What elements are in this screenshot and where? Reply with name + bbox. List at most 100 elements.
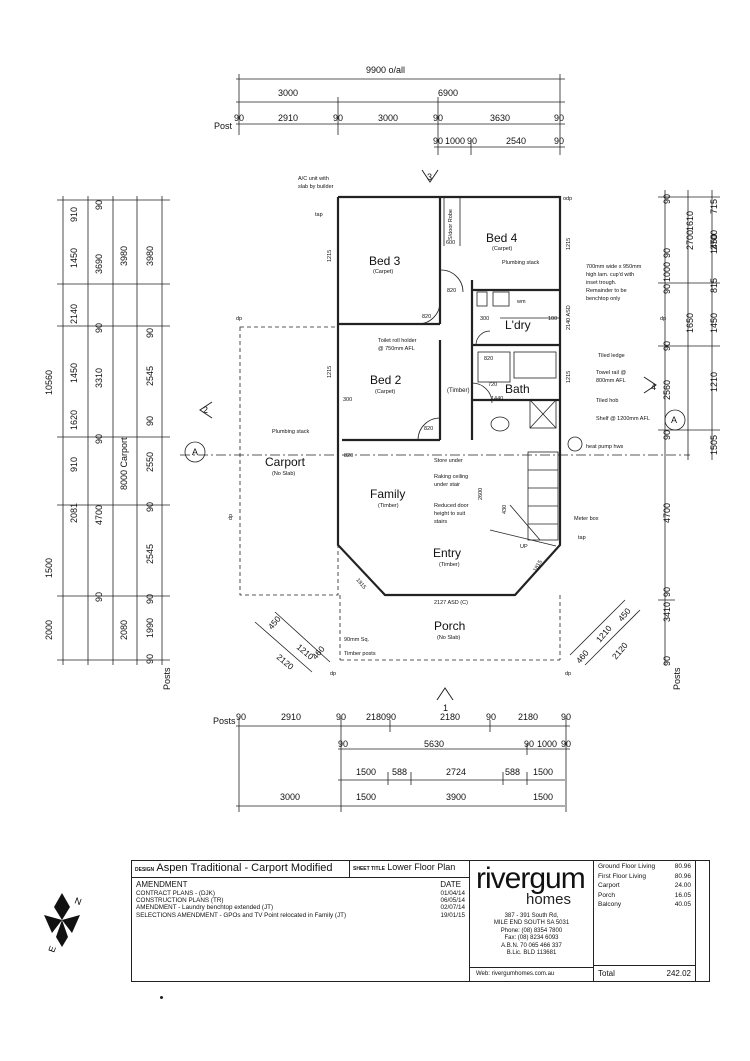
dim-l1-7: 1500 — [44, 558, 54, 578]
amendment-row: CONTRACT PLANS - (DJK)01/04/14 — [136, 890, 465, 897]
dim-l1-3: 1450 — [69, 363, 79, 383]
amendments: AMENDMENT DATE CONTRACT PLANS - (DJK)01/… — [132, 878, 470, 981]
door-720: 720 — [488, 382, 497, 388]
dim-r1-0: 90 — [662, 194, 672, 204]
note-dp-1: dp — [236, 316, 242, 322]
note-raking-1: Raking ceiling — [434, 474, 468, 480]
dim-l4-8: 1990 — [145, 618, 155, 638]
dim-l4-6: 2545 — [145, 544, 155, 564]
note-up: UP — [520, 544, 528, 550]
dim-l4-3: 90 — [145, 416, 155, 426]
dim-b1-2: 90 — [336, 712, 346, 722]
note-dp-4: dp — [330, 671, 336, 677]
dim-top3-1: 2910 — [278, 113, 298, 123]
company-block: rivergum homes 387 - 391 South Rd, MILE … — [470, 861, 594, 967]
door-600: 600 — [446, 240, 455, 246]
door-1440: 1440 — [491, 396, 503, 402]
dim-b3-0: 1500 — [356, 767, 376, 777]
company-logo: rivergum — [476, 862, 586, 895]
win-1215-b: 1215 — [327, 366, 333, 378]
dim-b1-0: 90 — [236, 712, 246, 722]
dim-r1-7: 90 — [662, 430, 672, 440]
note-odp: odp — [563, 196, 572, 202]
room-ldry: L'dry — [505, 318, 531, 332]
dim-l2-1: 3690 — [94, 254, 104, 274]
win-1215-d: 1215 — [566, 371, 572, 383]
dim-top4-4: 90 — [554, 136, 564, 146]
door-300-a: 300 — [343, 397, 352, 403]
dim-l1-0: 910 — [69, 207, 79, 222]
design-name: Aspen Traditional - Carport Modified — [156, 862, 333, 874]
note-plumbing-top: Plumbing stack — [502, 260, 540, 266]
dim-r3-3: 1450 — [709, 313, 719, 333]
dim-b1-1: 2910 — [281, 712, 301, 722]
room-bed2-floor: (Carpet) — [375, 389, 395, 395]
dim-b2-1: 5630 — [424, 739, 444, 749]
design-cell: DESIGN Aspen Traditional - Carport Modif… — [132, 861, 350, 878]
note-reduced-2: height to suit — [434, 511, 466, 517]
room-entry-floor: (Timber) — [439, 562, 460, 568]
dim-l1-2: 2140 — [69, 304, 79, 324]
dim-r1-2: 1000 — [662, 262, 672, 282]
marker-3: 3 — [427, 172, 432, 182]
porch-r-1210: 1210 — [594, 623, 614, 644]
area-total: Total 242.02 — [594, 965, 696, 981]
room-bath: Bath — [505, 382, 530, 396]
door-820-b: 820 — [424, 426, 433, 432]
dim-b2-2: 90 — [524, 739, 534, 749]
note-tiled-hob: Tiled hob — [596, 398, 618, 404]
stray-dot — [160, 996, 163, 999]
dim-r1-1: 90 — [662, 284, 672, 294]
dim-r2-3: 1210 — [709, 372, 719, 392]
note-raking-2: under stair — [434, 482, 460, 488]
note-tiled-ledge: Tiled ledge — [598, 353, 625, 359]
note-dp-2: dp — [228, 514, 234, 520]
porch-r-450: 450 — [616, 606, 633, 624]
company-logo-sub: homes — [526, 891, 572, 908]
dim-b4-1: 1500 — [356, 792, 376, 802]
company-web: Web: rivergumhomes.com.au — [470, 967, 594, 981]
win-2140: 2140 ASD — [566, 305, 572, 330]
dim-b3-4: 1500 — [533, 767, 553, 777]
dim-top4-3: 2540 — [506, 136, 526, 146]
note-wm: wm — [516, 299, 526, 305]
porch-r-2120: 2120 — [610, 640, 630, 661]
door-820-d: 820 — [344, 453, 353, 459]
room-bed2: Bed 2 — [370, 373, 402, 387]
porch-r-460: 460 — [574, 648, 591, 666]
dim-r2-1: 2700 — [685, 230, 695, 250]
floor-plan-drawing: 9900 o/all 3000 6900 Post 90 2910 90 300… — [44, 65, 720, 812]
dim-top4-0: 90 — [433, 136, 443, 146]
dim-b1-7: 2180 — [518, 712, 538, 722]
dim-r1-9: 90 — [662, 587, 672, 597]
note-posts-1: 90mm Sq. — [344, 637, 370, 643]
room-carport-floor: (No Slab) — [272, 471, 295, 477]
dim-b1-4: 90 — [386, 712, 396, 722]
dim-b1-5: 2180 — [440, 712, 460, 722]
dim-l2-2: 90 — [94, 323, 104, 333]
room-bed4: Bed 4 — [486, 231, 518, 245]
dim-l2-4: 90 — [94, 434, 104, 444]
amendment-row: AMENDMENT - Laundry benchtop extended (J… — [136, 904, 465, 912]
room-family-floor: (Timber) — [378, 503, 399, 509]
dim-top3-3: 3000 — [378, 113, 398, 123]
design-label: DESIGN — [135, 867, 155, 873]
dim-r1-8: 4700 — [662, 503, 672, 523]
dim-top-3000: 3000 — [278, 88, 298, 98]
note-reduced-3: stairs — [434, 519, 447, 525]
total-value: 242.02 — [666, 969, 691, 978]
door-820-e: 820 — [484, 356, 493, 362]
dim-r3-1: 1450 — [709, 234, 719, 254]
dim-b4-0: 3000 — [280, 792, 300, 802]
win-1215-a: 1215 — [327, 250, 333, 262]
dim-b4-2: 3900 — [446, 792, 466, 802]
dim-l3-0: 3980 — [119, 246, 129, 266]
note-ac-1: A/C unit with — [298, 176, 329, 182]
dim-top3-5: 3630 — [490, 113, 510, 123]
dim-l1-5: 910 — [69, 457, 79, 472]
note-towel-1: Towel rail @ — [596, 370, 626, 376]
date-header: DATE — [440, 880, 461, 889]
amendment-header: AMENDMENT — [136, 880, 188, 889]
